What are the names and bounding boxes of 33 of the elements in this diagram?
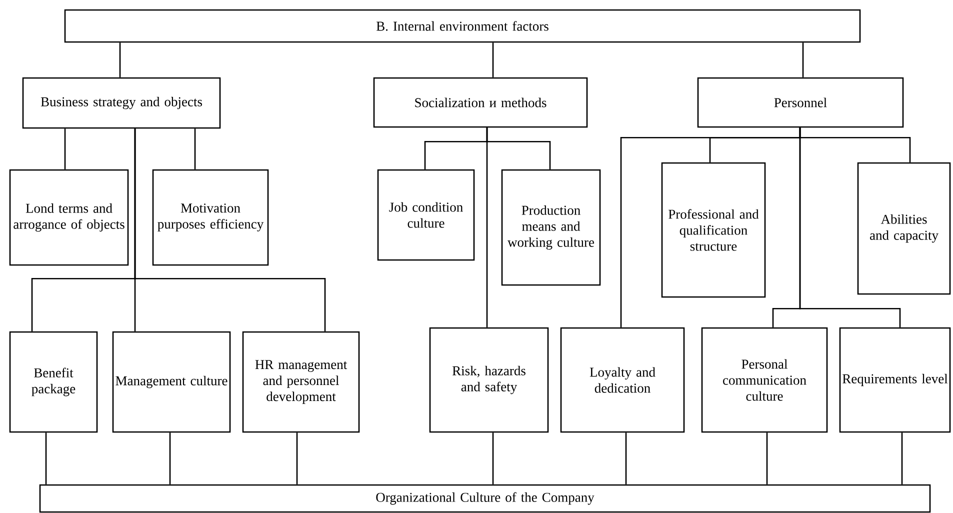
factor-box: Requirements level	[839, 327, 951, 433]
factor-box: Loyalty and dedication	[560, 327, 685, 433]
connector-line	[64, 128, 66, 170]
factor-box: Motivation purposes efficiency	[152, 169, 269, 266]
factor-box: Business strategy and objects	[22, 77, 221, 129]
factor-box: Risk, hazards and safety	[429, 327, 549, 433]
factor-box: Personal communication culture	[701, 327, 828, 433]
connector-line	[134, 128, 326, 332]
factor-box: Lond terms and arrogance of objects	[9, 169, 129, 266]
connector-line	[799, 128, 901, 328]
factor-box: HR management and personnel development	[242, 331, 360, 433]
factor-box: Production means and working culture	[501, 169, 601, 286]
connector-line	[625, 432, 627, 484]
factor-box: Professional and qualification structure	[661, 162, 766, 298]
connector-line	[492, 42, 494, 78]
connector-line	[45, 432, 47, 484]
connector-line	[486, 128, 488, 328]
connector-line	[194, 128, 196, 170]
connector-line	[169, 432, 171, 484]
factor-box: Personnel	[697, 77, 904, 128]
connector-line	[296, 432, 298, 484]
connector-line	[802, 42, 804, 78]
connector-line	[492, 432, 494, 484]
connector-line	[901, 432, 903, 484]
factor-box: Benefit package	[9, 331, 98, 433]
factor-box: Socialization и methods	[373, 77, 588, 128]
factor-box: Management culture	[112, 331, 231, 433]
heading-box: B. Internal environment factors	[64, 9, 861, 43]
factor-box: Abilities and capacity	[857, 162, 951, 295]
factor-box: Job condition culture	[377, 169, 475, 261]
connector-line	[119, 42, 121, 78]
heading-box: Organizational Culture of the Company	[39, 484, 931, 513]
connector-line	[766, 432, 768, 484]
